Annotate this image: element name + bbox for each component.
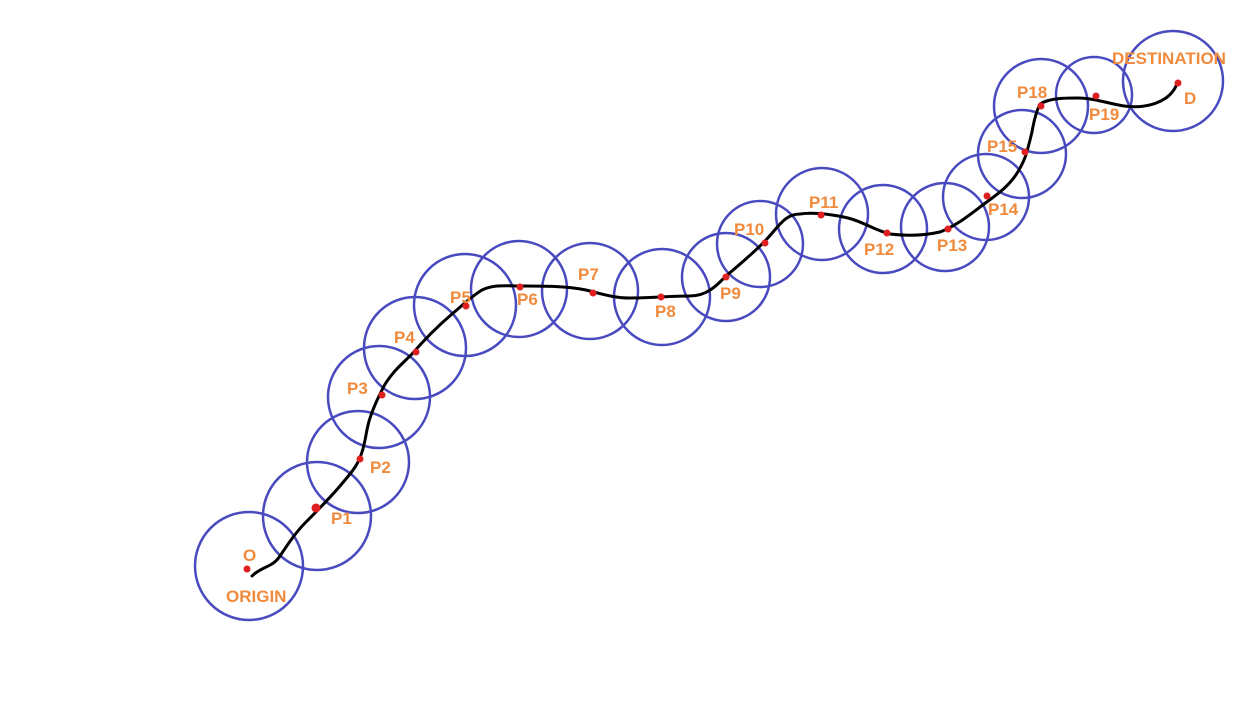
destination-label: DESTINATION: [1112, 49, 1226, 68]
coverage-circle-p15: [976, 108, 1068, 200]
waypoint-label-p5: P5: [450, 288, 471, 307]
coverage-circles: [193, 29, 1225, 622]
waypoint-o: [243, 565, 251, 573]
origin-label: ORIGIN: [226, 587, 286, 606]
coverage-circle-p5: [412, 252, 518, 358]
waypoint-label-p12: P12: [864, 240, 894, 259]
waypoint-d: [1174, 79, 1182, 87]
coverage-circle-o: [193, 510, 305, 622]
waypoint-label-p3: P3: [347, 379, 368, 398]
waypoints: [243, 79, 1182, 573]
waypoint-p4: [412, 348, 420, 356]
coverage-circle-p10: [715, 199, 805, 289]
route-path: [250, 80, 1180, 578]
waypoint-label-o: O: [243, 546, 256, 565]
waypoint-p7: [589, 289, 597, 297]
coverage-circle-p2: [305, 409, 411, 515]
coverage-circle-p11: [774, 166, 870, 262]
waypoint-label-p4: P4: [394, 328, 415, 347]
coverage-circle-p1: [261, 460, 373, 572]
waypoint-label-p7: P7: [578, 265, 599, 284]
waypoint-p8: [657, 293, 665, 301]
waypoint-p19: [1092, 92, 1100, 100]
waypoint-p13: [944, 225, 952, 233]
waypoint-label-p15: P15: [987, 137, 1017, 156]
coverage-circle-p12: [837, 183, 929, 275]
waypoint-label-p18: P18: [1017, 83, 1047, 102]
waypoint-p6: [516, 283, 524, 291]
waypoint-p15: [1021, 148, 1029, 156]
waypoint-label-p1: P1: [331, 509, 352, 528]
waypoint-p10: [761, 239, 769, 247]
waypoint-label-p11: P11: [809, 193, 838, 212]
waypoint-p11: [817, 211, 825, 219]
coverage-circle-p13: [899, 181, 991, 273]
coverage-circle-p19: [1054, 55, 1134, 135]
coverage-circle-d: [1121, 29, 1225, 133]
waypoint-label-p6: P6: [517, 290, 538, 309]
waypoint-label-d: D: [1184, 89, 1196, 108]
waypoint-p1: [311, 503, 321, 513]
waypoint-p18: [1037, 102, 1045, 110]
waypoint-label-p9: P9: [720, 284, 741, 303]
waypoint-p14: [983, 192, 991, 200]
waypoint-label-p2: P2: [370, 458, 391, 477]
waypoint-p9: [722, 273, 730, 281]
coverage-circle-p9: [680, 231, 772, 323]
coverage-circle-p7: [540, 241, 640, 341]
waypoint-label-p14: P14: [988, 200, 1019, 219]
waypoint-label-p13: P13: [937, 236, 967, 255]
waypoint-p2: [356, 455, 364, 463]
waypoint-label-p10: P10: [734, 220, 764, 239]
waypoint-p3: [378, 391, 386, 399]
waypoint-p5: [462, 302, 470, 310]
coverage-circle-p18: [992, 57, 1090, 155]
waypoint-label-p19: P19: [1089, 105, 1119, 124]
waypoint-label-p8: P8: [655, 302, 676, 321]
waypoint-p12: [883, 229, 891, 237]
